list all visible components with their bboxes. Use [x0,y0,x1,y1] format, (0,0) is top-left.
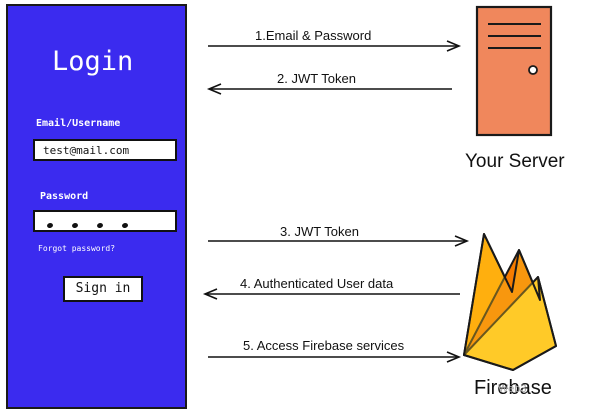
arrow-step-4 [202,288,460,300]
step-4-label: 4. Authenticated User data [240,276,394,291]
step-5-label: 5. Access Firebase services [243,338,405,353]
firebase-caption: Firebase [474,377,552,399]
arrow-step-3 [208,235,470,247]
sign-in-button[interactable]: Sign in [63,276,143,302]
email-field[interactable]: test@mail.com [33,139,177,161]
forgot-password-link[interactable]: Forgot password? [38,244,116,253]
arrow-step-2 [206,83,452,95]
step-2-label: 2. JWT Token [277,71,356,86]
password-field[interactable] [33,210,177,232]
email-label: Email/Username [36,118,121,129]
step-3-label: 3. JWT Token [280,224,359,239]
watermark: Web3 [498,383,527,395]
password-label: Password [40,191,89,202]
server-tower-icon [475,5,553,137]
arrow-step-5 [208,351,462,363]
login-panel: Login Email/Username test@mail.com Passw… [6,4,187,409]
server-caption: Your Server [465,151,565,172]
step-1-label: 1.Email & Password [255,28,372,43]
firebase-flame-icon [463,233,557,371]
login-title: Login [52,46,134,77]
arrow-step-1 [208,40,462,52]
